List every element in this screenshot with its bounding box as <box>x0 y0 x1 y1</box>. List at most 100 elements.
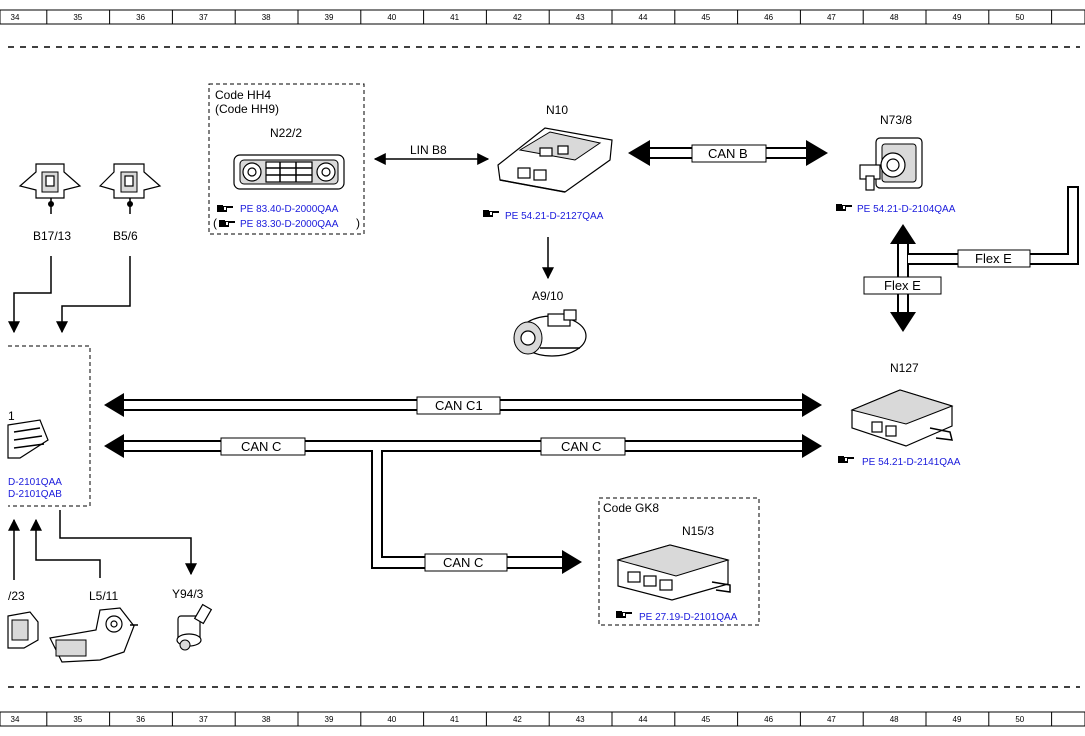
ruler-cell-label: 48 <box>890 13 899 22</box>
ruler-cell-label: 48 <box>890 715 899 724</box>
can-b-label: CAN B <box>708 146 748 161</box>
y94-3-group: Y94/3 <box>172 587 213 651</box>
n22-2-ref2-paren: ( <box>213 216 217 230</box>
ruler-cell-label: 38 <box>262 13 271 22</box>
ruler-cell-label: 50 <box>1015 715 1024 724</box>
crankshaft-sensor-icon <box>49 607 138 663</box>
can-c-bottom-label: CAN C <box>443 555 483 570</box>
flex-e-upper-label: Flex E <box>975 251 1012 266</box>
pointing-hand-icon <box>219 220 235 227</box>
sensor-icon <box>7 611 39 649</box>
left-unit-group: 1 D-2101QAA D-2101QAB <box>7 345 91 507</box>
ruler-cell-label: 35 <box>73 13 82 22</box>
l5-11-group: L5/11 <box>49 589 138 663</box>
a9-10-group: A9/10 <box>513 289 587 357</box>
pointing-hand-icon <box>836 204 852 211</box>
n127-ref[interactable]: PE 54.21-D-2141QAA <box>862 457 961 468</box>
sensor-icon <box>18 163 82 214</box>
ruler-cell-label: 44 <box>639 715 648 724</box>
ruler-cell-label: 47 <box>827 13 836 22</box>
ruler-cell-label: 37 <box>199 715 208 724</box>
b5-6-label: B5/6 <box>113 229 138 243</box>
can-c-right-label: CAN C <box>561 439 601 454</box>
code-box-gk8 <box>598 497 760 626</box>
ruler-cell-label: 42 <box>513 715 522 724</box>
ruler-cell-label: 39 <box>325 13 334 22</box>
climate-control-panel-icon <box>233 154 345 190</box>
n127-label: N127 <box>890 361 919 375</box>
pointing-hand-icon <box>483 210 499 217</box>
ruler-cell-label: 41 <box>450 13 459 22</box>
n22-2-ref1[interactable]: PE 83.40-D-2000QAA <box>240 204 339 215</box>
ruler-cell-label: 37 <box>199 13 208 22</box>
pointing-hand-icon <box>217 205 233 212</box>
ruler-cell-label: 42 <box>513 13 522 22</box>
solenoid-valve-icon <box>176 603 213 651</box>
can-c-bus: CAN C CAN C CAN C <box>104 434 822 574</box>
ruler-cell-label: 50 <box>1015 13 1024 22</box>
ruler-cell-label: 36 <box>136 13 145 22</box>
b17-13-signal-line <box>7 256 52 334</box>
ruler-frame <box>0 9 1085 25</box>
code-hh9-label: (Code HH9) <box>215 102 279 116</box>
can-c1-bus: CAN C1 <box>104 393 822 417</box>
compressor-icon <box>513 309 587 357</box>
n127-group: N127 PE 54.21-D-2141QAA <box>838 361 961 468</box>
ruler-frame <box>0 711 1085 727</box>
n73-8-label: N73/8 <box>880 113 912 127</box>
x23-label: /23 <box>8 589 25 603</box>
ruler-cell-label: 38 <box>262 715 271 724</box>
b17-13-label: B17/13 <box>33 229 71 243</box>
sensor-icon <box>98 163 162 214</box>
pointing-hand-icon <box>838 456 854 463</box>
x23-group: /23 <box>7 589 39 649</box>
n10-label: N10 <box>546 103 568 117</box>
control-unit-icon <box>7 419 49 459</box>
ruler-cell-label: 45 <box>701 13 710 22</box>
n22-2-ref2-close: ) <box>356 216 360 230</box>
n22-2-ref2[interactable]: PE 83.30-D-2000QAA <box>240 219 339 230</box>
n15-3-ref[interactable]: PE 27.19-D-2101QAA <box>639 612 738 623</box>
ruler-cell-label: 35 <box>73 715 82 724</box>
b5-6-group: B5/6 <box>98 163 162 243</box>
flex-e-lower-label: Flex E <box>884 278 921 293</box>
ruler-cell-label: 41 <box>450 715 459 724</box>
ruler-cell-label: 49 <box>953 715 962 724</box>
y94-3-signal-line <box>59 510 197 576</box>
ruler-cell-label: 39 <box>325 715 334 724</box>
ruler-cell-label: 47 <box>827 715 836 724</box>
ruler-cell-label: 34 <box>11 13 20 22</box>
code-gk8-label: Code GK8 <box>603 501 659 515</box>
left-unit-label: 1 <box>8 409 15 423</box>
ruler-cell-label: 40 <box>387 715 396 724</box>
control-unit-icon <box>850 389 954 447</box>
n15-3-label: N15/3 <box>682 524 714 538</box>
ruler-cell-label: 46 <box>764 715 773 724</box>
ruler-cell-label: 44 <box>639 13 648 22</box>
n22-2-label: N22/2 <box>270 126 302 140</box>
n10-group: N10 PE 54.21-D-2127QAA <box>483 103 613 222</box>
flex-e-branch-bus: Flex E <box>908 186 1079 268</box>
flex-e-vertical-bus: Flex E <box>863 224 942 332</box>
n73-8-ref[interactable]: PE 54.21-D-2104QAA <box>857 204 956 215</box>
n73-8-group: N73/8 PE 54.21-D-2104QAA <box>836 113 956 215</box>
a9-10-label: A9/10 <box>532 289 564 303</box>
left-unit-ref2[interactable]: D-2101QAB <box>8 489 62 500</box>
n22-2-group: Code HH4 (Code HH9) N22/2 PE 83.40-D-200… <box>208 83 365 235</box>
ruler-cell-label: 46 <box>764 13 773 22</box>
n15-3-group: Code GK8 N15/3 PE 27.19-D-2101QAA <box>598 497 760 626</box>
code-hh4-label: Code HH4 <box>215 88 271 102</box>
n10-ref[interactable]: PE 54.21-D-2127QAA <box>505 211 604 222</box>
l5-11-label: L5/11 <box>89 589 118 603</box>
ruler-cell-label: 43 <box>576 715 585 724</box>
ruler-cell-label: 45 <box>701 715 710 724</box>
can-c1-label: CAN C1 <box>435 398 483 413</box>
b17-13-group: B17/13 <box>18 163 82 243</box>
ruler-cell-label: 34 <box>11 715 20 724</box>
sam-module-icon <box>497 127 613 193</box>
left-unit-ref1[interactable]: D-2101QAA <box>8 477 62 488</box>
ruler-cell-label: 40 <box>387 13 396 22</box>
